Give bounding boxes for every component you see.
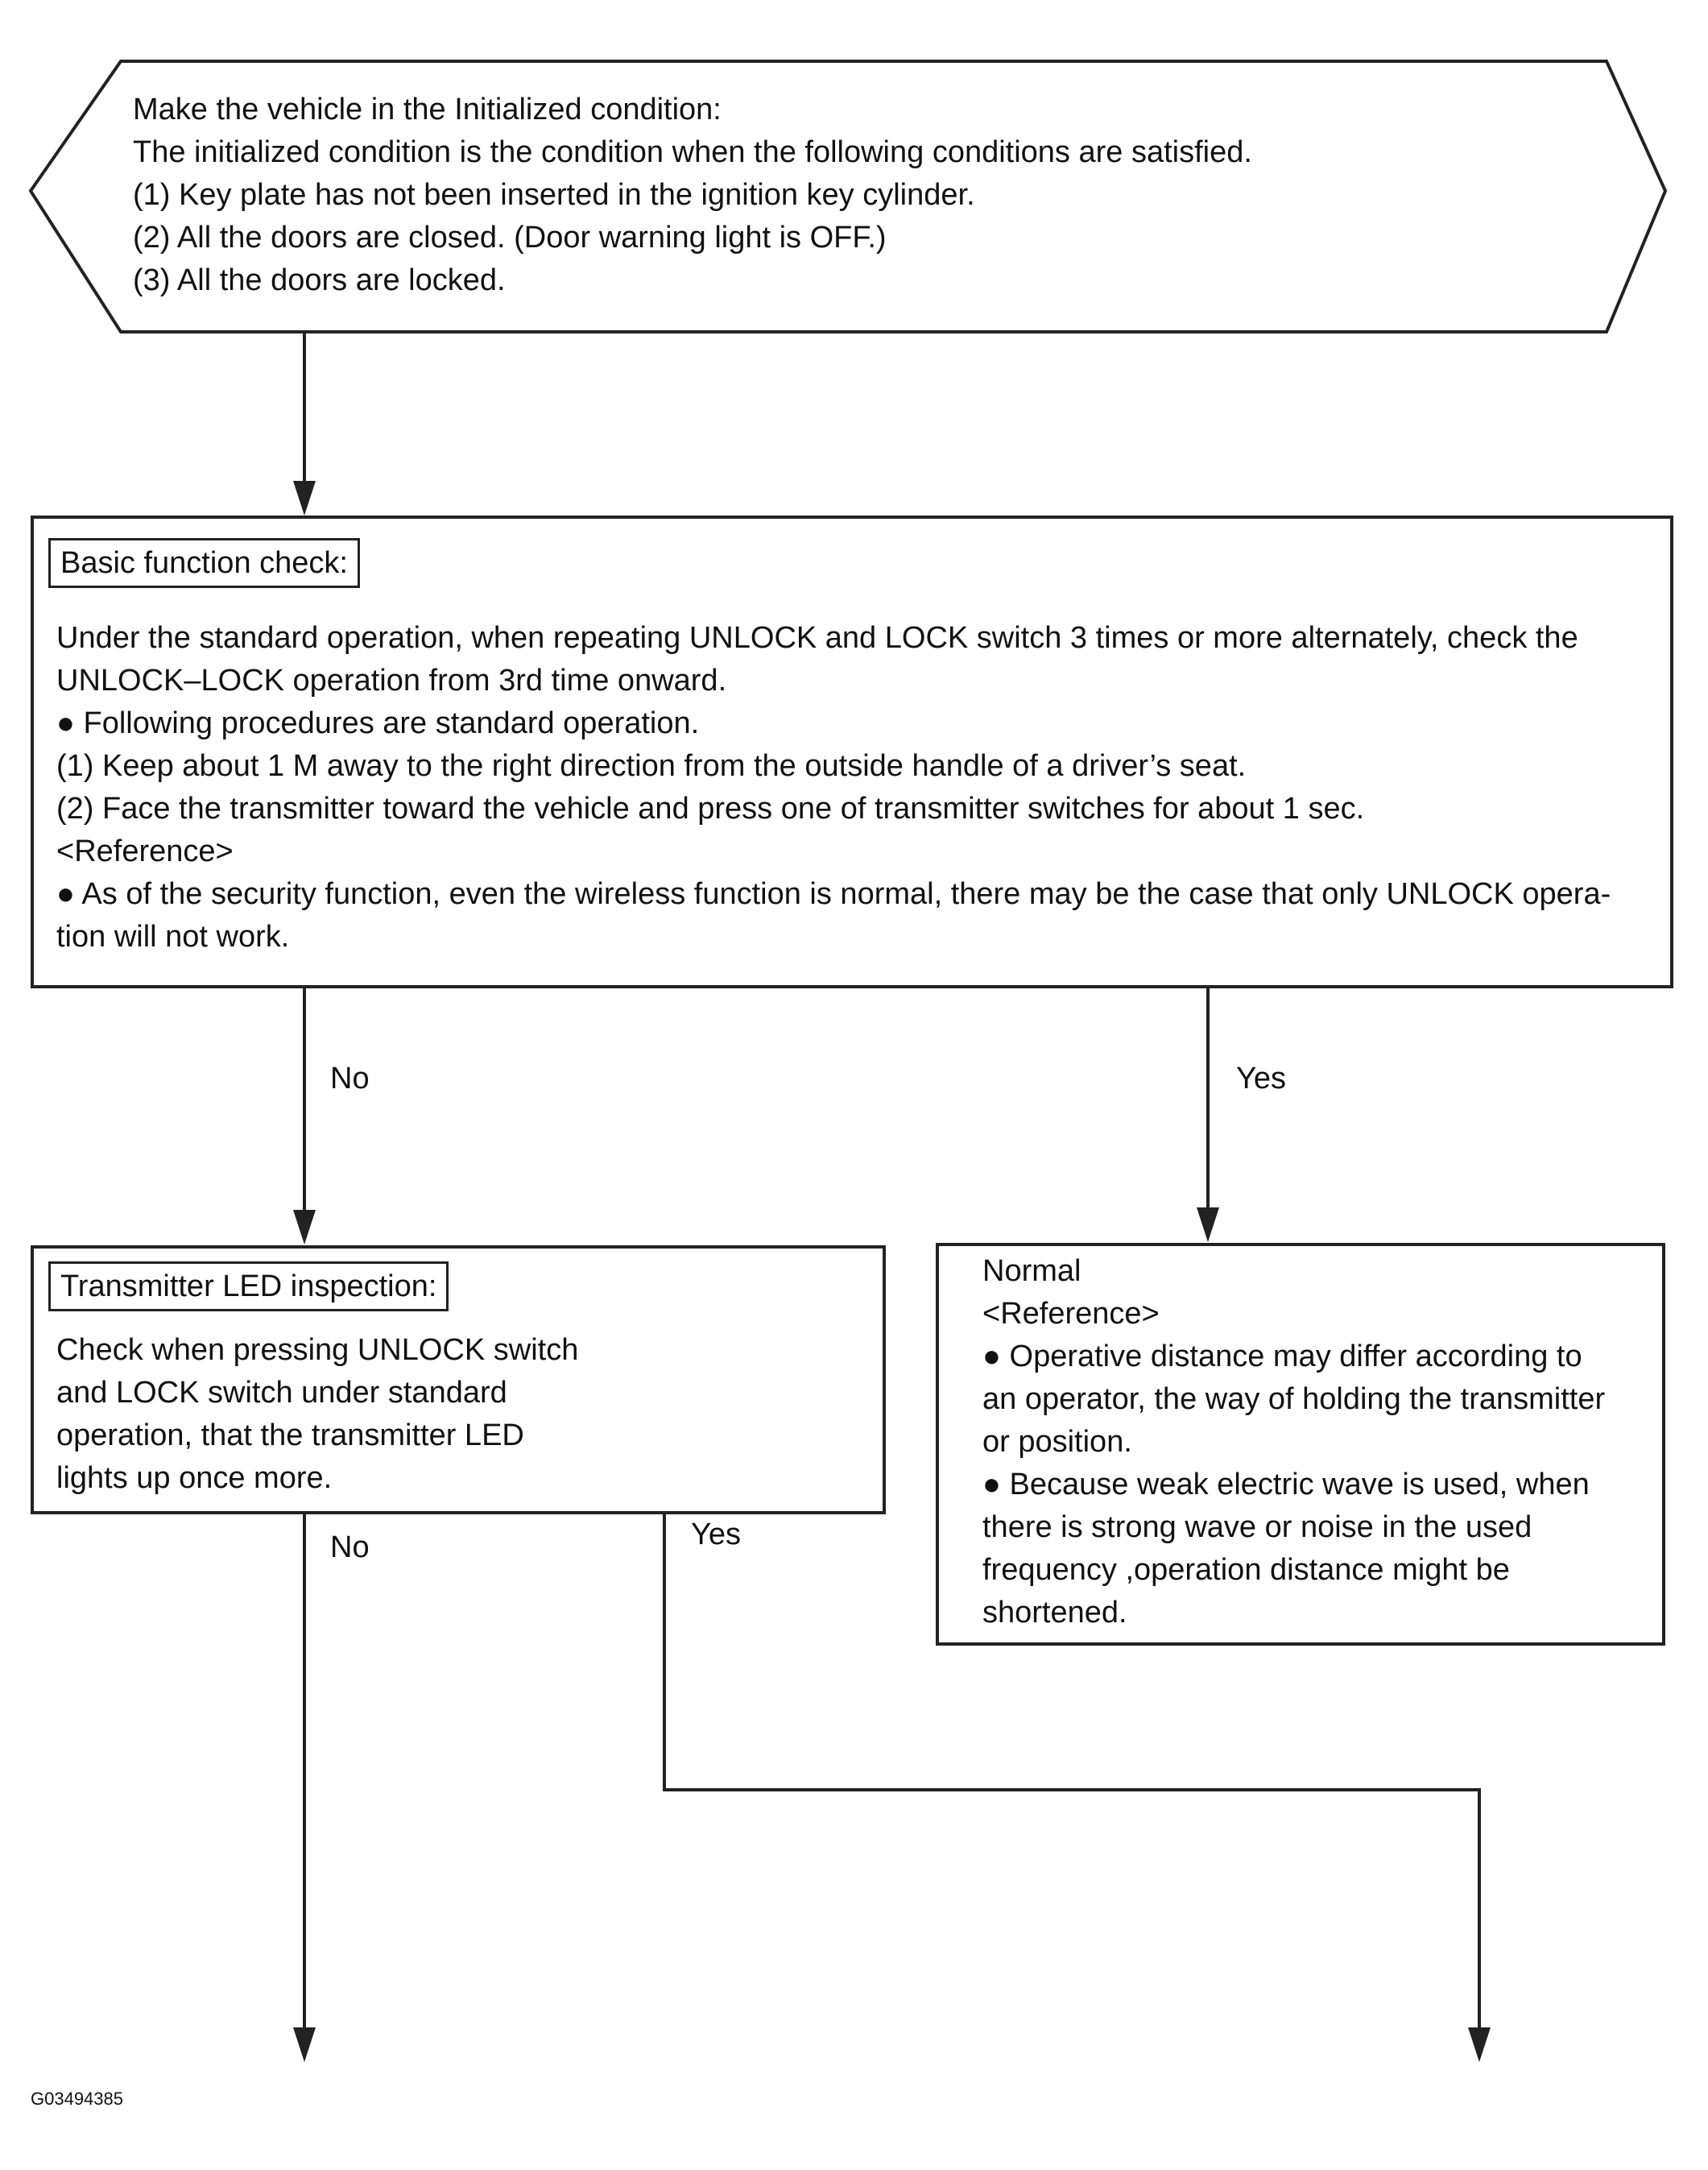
connector-transmitter-yes	[663, 1514, 1481, 2030]
arrowhead-transmitter-no	[293, 2027, 316, 2062]
transmitter-line: lights up once more.	[56, 1461, 333, 1495]
arrowhead-basic-transmitter	[293, 1210, 316, 1244]
figure-code: G03494385	[31, 2089, 123, 2109]
basic-line: ● Following procedures are standard oper…	[56, 706, 700, 740]
normal-result-text: Normal <Reference> ● Operative distance …	[982, 1250, 1605, 1634]
basic-line: tion will not work.	[56, 920, 290, 954]
branch-label-no: No	[330, 1530, 370, 1564]
start-condition-text: Make the vehicle in the Initialized cond…	[133, 89, 1252, 302]
transmitter-line: operation, that the transmitter LED	[56, 1418, 524, 1452]
branch-label-yes: Yes	[691, 1518, 741, 1551]
normal-line: <Reference>	[982, 1297, 1160, 1331]
arrowhead-basic-normal	[1197, 1207, 1219, 1242]
basic-line: Under the standard operation, when repea…	[56, 621, 1578, 655]
normal-line: ● Because weak electric wave is used, wh…	[982, 1468, 1590, 1501]
start-line: (1) Key plate has not been inserted in t…	[133, 178, 975, 212]
start-line: (2) All the doors are closed. (Door warn…	[133, 221, 887, 255]
transmitter-led-inspection-text: Check when pressing UNLOCK switch and LO…	[56, 1329, 578, 1500]
basic-function-check-box	[31, 516, 1673, 988]
start-line: Make the vehicle in the Initialized cond…	[133, 93, 722, 126]
start-line: The initialized condition is the conditi…	[133, 135, 1252, 169]
normal-result-box	[936, 1243, 1665, 1646]
basic-function-check-text: Under the standard operation, when repea…	[56, 617, 1611, 959]
basic-function-check-heading: Basic function check:	[48, 538, 360, 588]
transmitter-line: Check when pressing UNLOCK switch	[56, 1333, 579, 1367]
start-hexagon	[28, 60, 1668, 333]
arrowhead-start-basic	[293, 481, 316, 516]
normal-line: or position.	[982, 1425, 1132, 1459]
basic-line: ● As of the security function, even the …	[56, 877, 1611, 911]
branch-label-yes: Yes	[1236, 1062, 1286, 1095]
normal-line: Normal	[982, 1254, 1081, 1288]
basic-line: UNLOCK–LOCK operation from 3rd time onwa…	[56, 664, 727, 698]
normal-line: there is strong wave or noise in the use…	[982, 1510, 1532, 1544]
start-line: (3) All the doors are locked.	[133, 263, 506, 297]
normal-line: ● Operative distance may differ accordin…	[982, 1340, 1582, 1373]
basic-line: <Reference>	[56, 834, 234, 868]
normal-line: an operator, the way of holding the tran…	[982, 1382, 1606, 1416]
basic-line: (2) Face the transmitter toward the vehi…	[56, 792, 1365, 826]
transmitter-led-inspection-heading: Transmitter LED inspection:	[48, 1261, 449, 1311]
normal-line: frequency ,operation distance might be	[982, 1553, 1510, 1587]
branch-label-no: No	[330, 1062, 370, 1095]
normal-line: shortened.	[982, 1596, 1127, 1630]
arrowhead-transmitter-yes	[1468, 2027, 1491, 2062]
transmitter-line: and LOCK switch under standard	[56, 1376, 507, 1410]
basic-line: (1) Keep about 1 M away to the right dir…	[56, 749, 1247, 783]
